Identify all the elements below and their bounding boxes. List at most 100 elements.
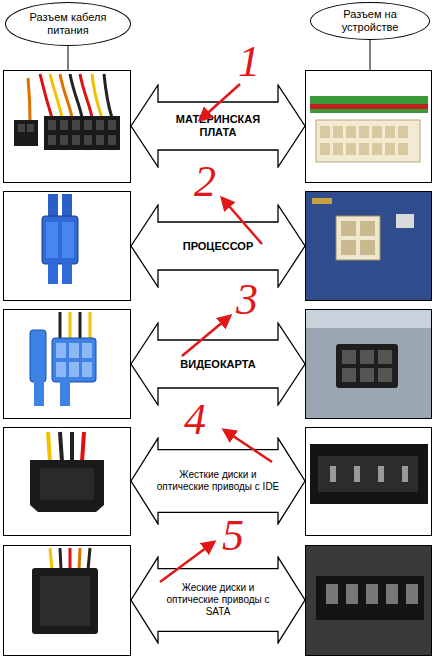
double-arrow-shape: [131, 438, 305, 524]
double-arrow: Жесткие диски и оптические приводы с IDE: [130, 437, 306, 525]
cpu-cable-photo: [62, 194, 72, 218]
label-ellipse: Разъем кабеля питания: [5, 2, 131, 46]
motherboard-socket-photo: [333, 143, 343, 155]
molex-socket-photo: [354, 466, 360, 482]
motherboard-socket-photo: [398, 126, 408, 138]
double-arrow: Жеские диски и оптические приводы с SATA: [130, 556, 306, 644]
video-socket-photo: [342, 350, 392, 382]
sata-cable-photo: [79, 548, 80, 570]
video-cable-photo: [82, 343, 92, 358]
motherboard-socket-photo: [320, 143, 330, 155]
ellipse-text: Разъем на устройстве: [325, 8, 415, 34]
sata-socket-photo: [326, 584, 338, 604]
cpu-socket-photo: [341, 240, 356, 255]
atx-cable-photo: [84, 120, 92, 130]
label-ellipse: Разъем на устройстве: [310, 2, 430, 40]
atx-cable-photo: [48, 120, 116, 145]
sata-socket-photo: [326, 584, 418, 604]
molex-socket-photo: [318, 456, 418, 492]
molex-socket-photo: [402, 466, 408, 482]
video-socket-photo: [342, 350, 356, 364]
cpu-socket-photo: [360, 221, 375, 236]
double-arrow: ПРОЦЕССОР: [130, 204, 306, 288]
video-socket-photo: [342, 368, 356, 382]
motherboard-socket-photo: [320, 126, 408, 155]
atx-cable-photo: [28, 78, 30, 120]
video-cable-photo: [69, 362, 79, 377]
video-cable-photo: [30, 330, 46, 382]
sata-socket-photo: [306, 546, 431, 655]
arrow-text: ПРОЦЕССОР: [156, 218, 280, 274]
sata-cable-photo: [32, 568, 98, 634]
sata-cable-photo: [60, 548, 61, 570]
atx-cable-photo: [18, 124, 25, 132]
video-socket-photo: [336, 344, 398, 388]
sata-cable-photo: [88, 548, 90, 570]
molex-cable-photo: [30, 460, 104, 512]
atx-cable-photo: [96, 120, 104, 130]
video-cable-photo: [56, 362, 66, 377]
cpu-cable-photo: [46, 222, 58, 258]
atx-cable-photo: [104, 74, 112, 118]
cpu-socket-photo: [360, 240, 375, 255]
video-socket-photo: [378, 368, 392, 382]
double-arrow-shape: [131, 205, 305, 287]
arrow-text: Жесткие диски и оптические приводы с IDE: [156, 451, 280, 511]
sata-socket-photo: [316, 576, 424, 620]
atx-cable-photo: [48, 135, 56, 145]
video-cable-photo: [69, 312, 72, 340]
callout-number: 5: [222, 514, 244, 558]
atx-cable-photo: [14, 120, 38, 146]
video-cable-photo: [89, 312, 92, 340]
motherboard-socket-photo: [310, 96, 428, 104]
video-cable-photo: [69, 343, 79, 358]
motherboard-socket-photo: [310, 109, 428, 113]
double-arrow: ВИДЕОКАРТА: [130, 322, 306, 406]
ellipse-text: Разъем кабеля питания: [20, 11, 116, 37]
cpu-cable-photo: [42, 194, 78, 284]
photo-frame: [4, 428, 131, 536]
arrow-text: МАТЕРИНСКАЯ ПЛАТА: [156, 98, 280, 154]
motherboard-socket-photo: [359, 126, 369, 138]
callout-number: 3: [236, 278, 258, 322]
cpu-socket-photo: [312, 198, 332, 204]
sata-cable-photo: [40, 576, 90, 626]
atx-cable-photo: [28, 74, 112, 120]
video-socket-photo: [378, 350, 392, 364]
atx-cable-photo: [72, 135, 80, 145]
motherboard-socket-photo: [359, 143, 369, 155]
motherboard-socket-photo: [346, 143, 356, 155]
motherboard-socket-photo: [346, 126, 356, 138]
atx-cable-photo: [84, 135, 92, 145]
photo-frame: [306, 310, 432, 419]
sata-socket-photo: [386, 584, 398, 604]
leader-line: [68, 40, 370, 70]
photo-frame: [4, 310, 131, 419]
atx-cable-photo: [27, 124, 34, 132]
double-arrow-shape: [131, 323, 305, 405]
sata-socket-photo: [406, 584, 418, 604]
leader-line: [68, 46, 69, 70]
cpu-cable-photo: [42, 216, 78, 264]
video-cable-photo: [34, 380, 44, 406]
sata-socket-photo: [346, 584, 358, 604]
motherboard-socket-photo: [398, 143, 408, 155]
video-socket-photo: [306, 310, 431, 418]
molex-cable-photo: [60, 432, 62, 462]
atx-cable-photo: [44, 116, 120, 150]
molex-cable-photo: [30, 432, 104, 512]
atx-cable-photo: [108, 120, 116, 130]
atx-cable-photo: [72, 120, 80, 130]
video-cable-photo: [30, 312, 96, 406]
arrow-text: Жеские диски и оптические приводы с SATA: [156, 570, 280, 630]
video-cable-photo: [56, 343, 92, 377]
sata-cable-photo: [50, 548, 90, 570]
cpu-cable-photo: [62, 262, 72, 284]
callout-number: 1: [238, 40, 260, 84]
cpu-socket-photo: [396, 214, 414, 228]
sata-cable-photo: [50, 548, 52, 570]
atx-cable-photo: [48, 120, 56, 130]
molex-socket-photo: [330, 466, 336, 482]
